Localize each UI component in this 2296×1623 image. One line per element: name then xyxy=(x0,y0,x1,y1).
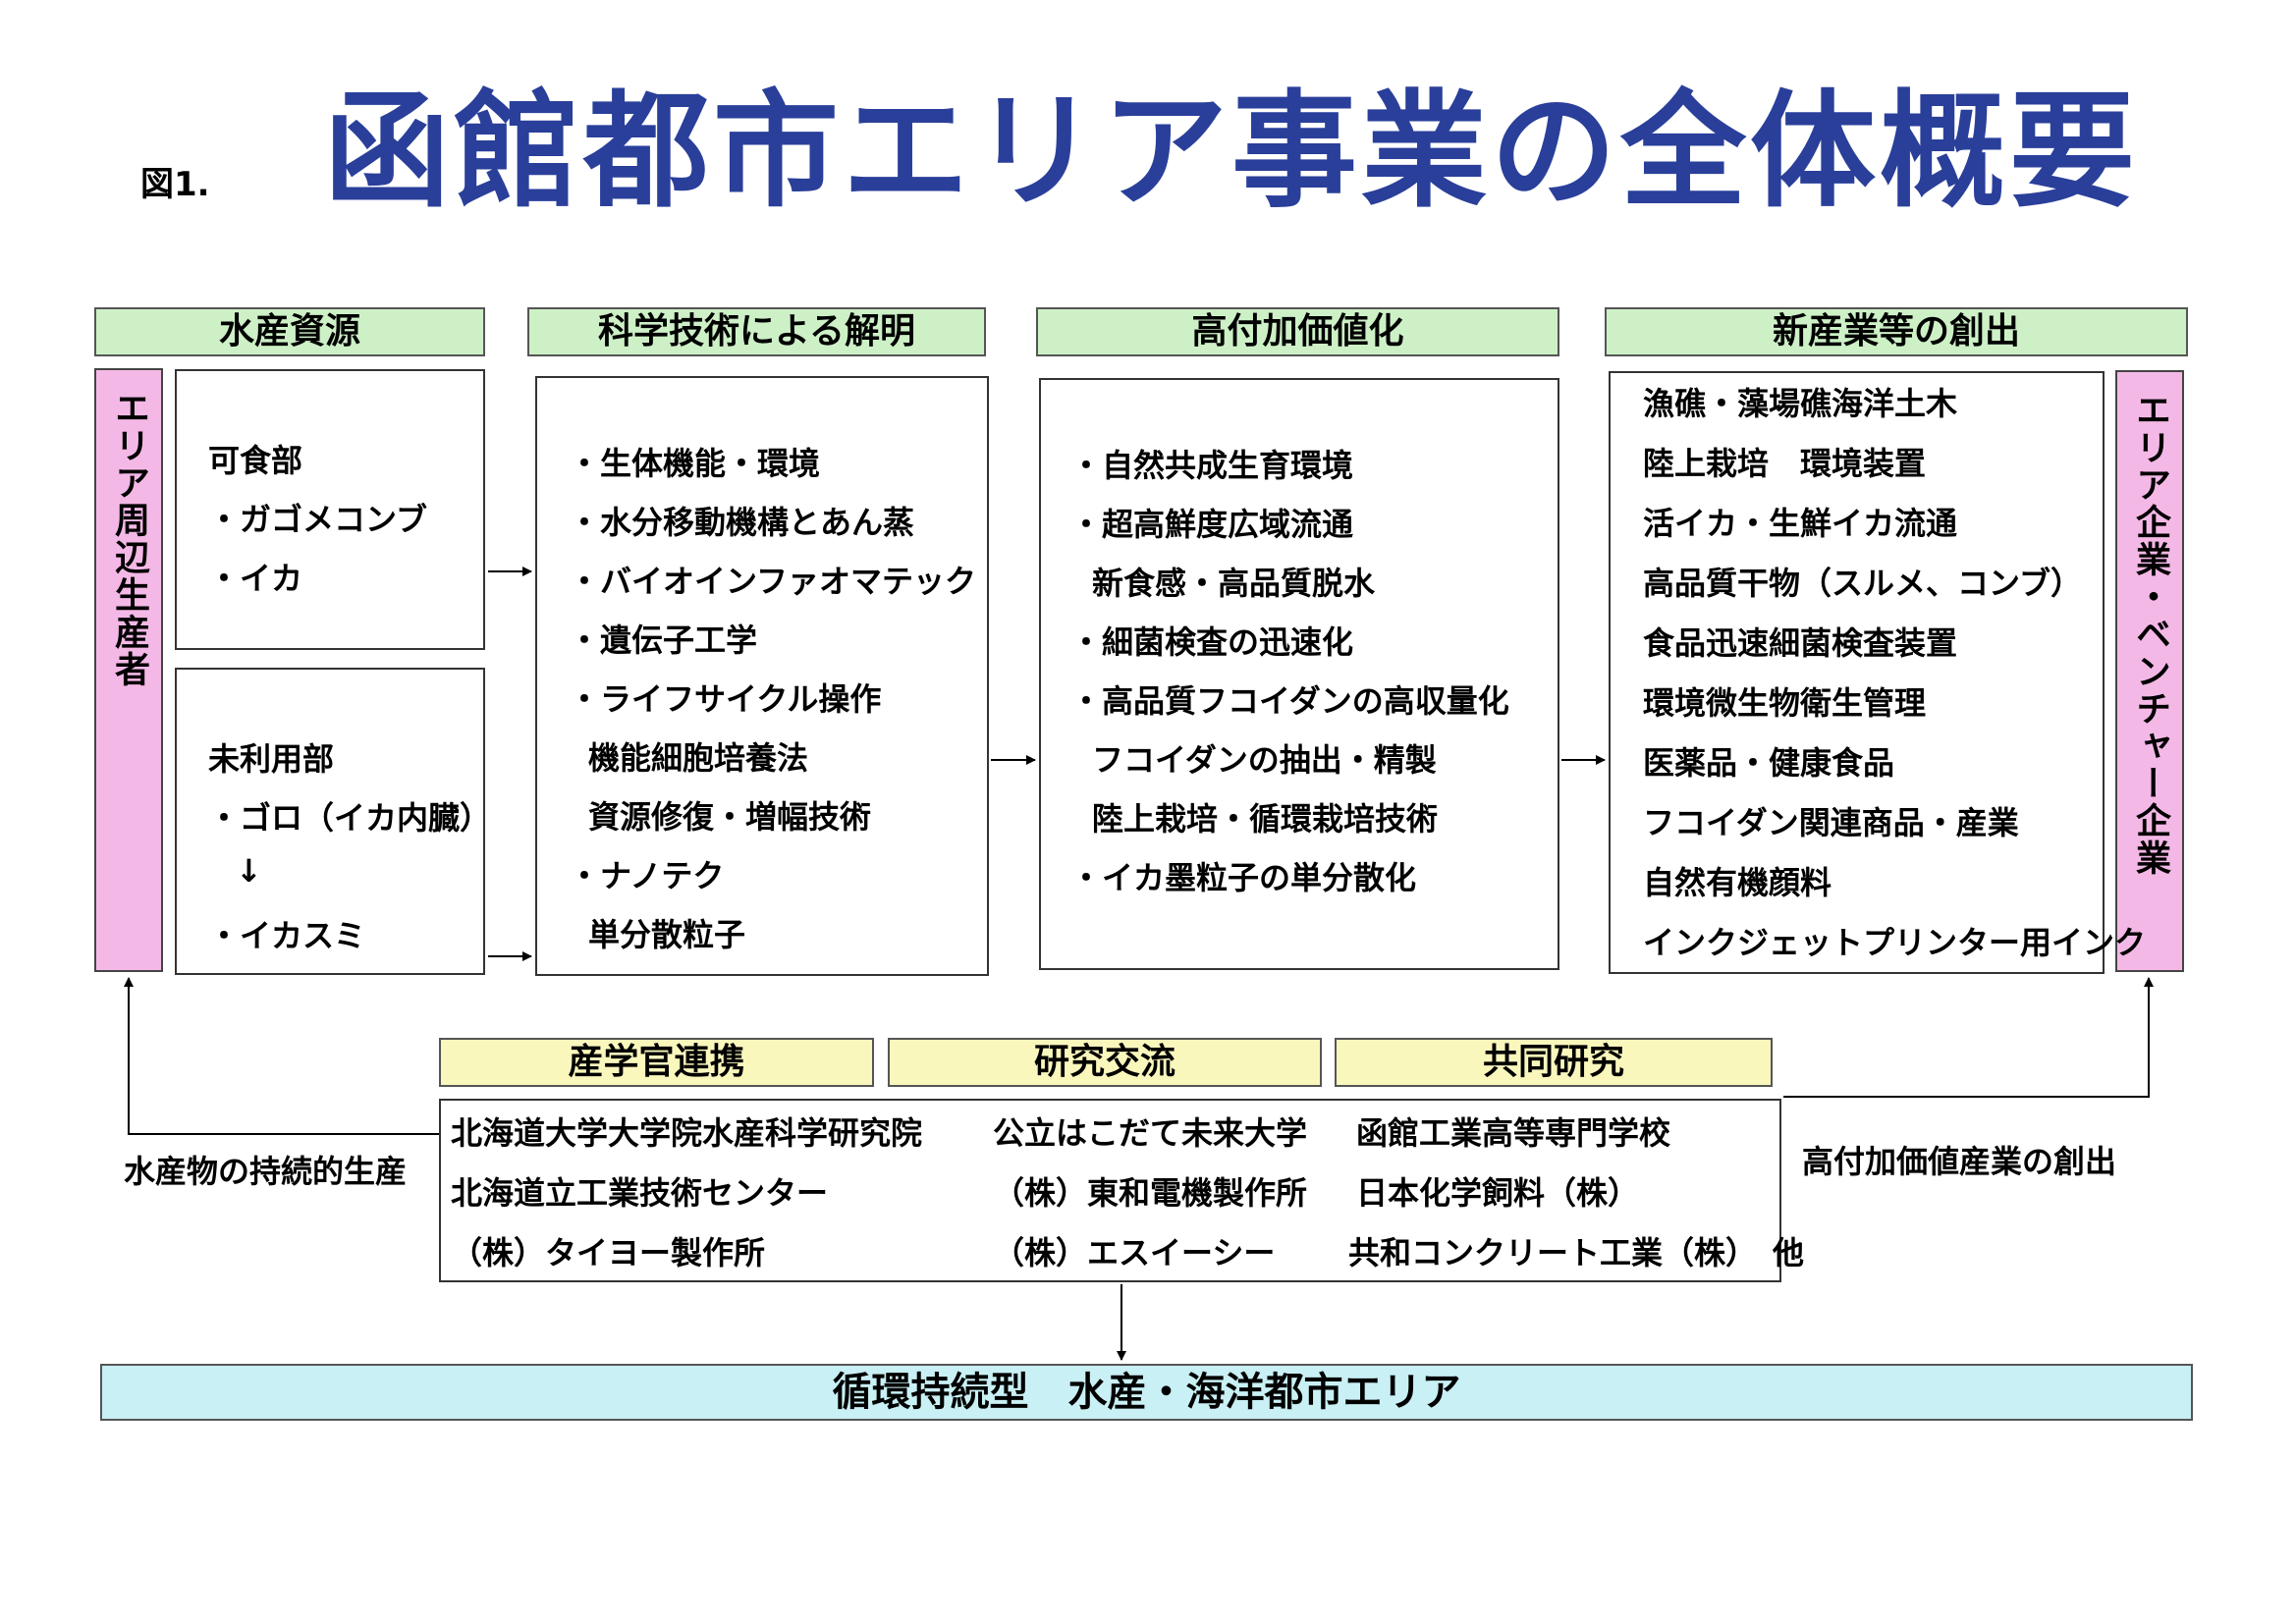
header-industry-academia-gov: 産学官連携 xyxy=(439,1038,874,1087)
header-science-elucidation: 科学技術による解明 xyxy=(527,307,986,356)
industry-item: 環境微生物衛生管理 xyxy=(1643,684,1927,722)
gagome-kelp-item: ・ガゴメコンブ xyxy=(208,501,428,538)
collab-org: 公立はこだて未来大学 xyxy=(993,1114,1308,1152)
science-item: ・バイオインファオマテック xyxy=(569,563,977,600)
science-item: 資源修復・増幅技術 xyxy=(588,798,872,836)
unused-parts-box: 未利用部 ・ゴロ（イカ内臓） ↓ ・イカスミ xyxy=(175,668,491,975)
collab-org: 日本化学飼料（株） xyxy=(1356,1174,1640,1212)
value-item: ・細菌検査の迅速化 xyxy=(1070,623,1354,661)
industry-item: 陸上栽培 環境装置 xyxy=(1643,445,1927,482)
unused-parts-title: 未利用部 xyxy=(208,740,335,778)
science-item: ・ライフサイクル操作 xyxy=(569,680,882,718)
header-new-industry: 新産業等の創出 xyxy=(1605,307,2188,356)
down-arrow-text: ↓ xyxy=(236,852,262,890)
area-producers-box: エリア周辺生産者 xyxy=(94,368,163,972)
science-item: 機能細胞培養法 xyxy=(588,739,809,777)
goro-item: ・ゴロ（イカ内臓） xyxy=(208,799,492,837)
header-research-exchange: 研究交流 xyxy=(888,1038,1322,1087)
industry-item: 食品迅速細菌検査装置 xyxy=(1643,624,1958,662)
area-companies-label: エリア企業・ベンチャー企業 xyxy=(2130,392,2170,877)
collab-org: 共和コンクリート工業（株） 他 xyxy=(1348,1234,1805,1271)
area-companies-box: エリア企業・ベンチャー企業 xyxy=(2115,370,2184,972)
industry-item: 自然有機顔料 xyxy=(1643,864,1832,901)
collab-org: （株）東和電機製作所 xyxy=(993,1174,1308,1212)
science-item: ・水分移動機構とあん蒸 xyxy=(569,504,915,541)
value-item: ・高品質フコイダンの高収量化 xyxy=(1070,682,1509,720)
squid-item: ・イカ xyxy=(208,560,303,597)
collab-org: 函館工業高等専門学校 xyxy=(1356,1114,1671,1152)
science-items-box: ・生体機能・環境 ・水分移動機構とあん蒸 ・バイオインファオマテック ・遺伝子工… xyxy=(535,376,989,976)
value-added-items-box: ・自然共成生育環境 ・超高鮮度広域流通 新食感・高品質脱水 ・細菌検査の迅速化 … xyxy=(1039,378,1559,970)
header-joint-research: 共同研究 xyxy=(1335,1038,1773,1087)
arrow-up-right xyxy=(1783,977,2154,1098)
collab-org: （株）エスイーシー xyxy=(993,1234,1276,1271)
area-producers-label: エリア周辺生産者 xyxy=(109,390,149,688)
industry-item: 医薬品・健康食品 xyxy=(1643,744,1895,782)
industry-item: フコイダン関連商品・産業 xyxy=(1643,804,2019,841)
science-item: ・ナノテク xyxy=(569,857,725,894)
sustainable-area-banner: 循環持続型 水産・海洋都市エリア xyxy=(100,1364,2193,1421)
value-item: フコイダンの抽出・精製 xyxy=(1092,741,1437,779)
new-industry-items-box: 漁礁・藻場礁海洋土木 陸上栽培 環境装置 活イカ・生鮮イカ流通 高品質干物（スル… xyxy=(1609,371,2146,974)
figure-label: 図1. xyxy=(140,165,210,204)
page-title: 函館都市エリア事業の全体概要 xyxy=(324,79,2140,225)
header-value-added: 高付加価値化 xyxy=(1036,307,1559,356)
header-marine-resources: 水産資源 xyxy=(94,307,485,356)
collab-org: （株）タイヨー製作所 xyxy=(451,1234,766,1271)
science-item: ・遺伝子工学 xyxy=(569,622,758,659)
sustainable-production-caption: 水産物の持続的生産 xyxy=(124,1153,408,1190)
industry-item: 高品質干物（スルメ、コンブ） xyxy=(1643,565,2083,602)
collab-org: 北海道大学大学院水産科学研究院 xyxy=(451,1114,923,1152)
high-value-industry-caption: 高付加価値産業の創出 xyxy=(1802,1143,2117,1180)
collab-org: 北海道立工業技術センター xyxy=(451,1174,829,1212)
value-item: 陸上栽培・循環栽培技術 xyxy=(1092,800,1439,838)
value-item: ・自然共成生育環境 xyxy=(1070,447,1354,484)
edible-parts-box: 可食部 ・ガゴメコンブ ・イカ xyxy=(175,369,485,650)
value-item: ・イカ墨粒子の単分散化 xyxy=(1070,859,1417,896)
industry-item: インクジェットプリンター用インク xyxy=(1643,924,2147,961)
value-item: ・超高鮮度広域流通 xyxy=(1070,506,1354,543)
industry-item: 漁礁・藻場礁海洋土木 xyxy=(1643,385,1958,422)
arrow-up-left xyxy=(124,977,439,1135)
edible-parts-title: 可食部 xyxy=(208,442,303,479)
industry-item: 活イカ・生鮮イカ流通 xyxy=(1643,505,1958,542)
squid-ink-item: ・イカスミ xyxy=(208,917,366,954)
value-item: 新食感・高品質脱水 xyxy=(1092,565,1376,602)
science-item: ・生体機能・環境 xyxy=(569,445,821,482)
collaboration-box: 北海道大学大学院水産科学研究院 公立はこだて未来大学 函館工業高等専門学校 北海… xyxy=(439,1099,1804,1282)
science-item: 単分散粒子 xyxy=(588,916,746,953)
